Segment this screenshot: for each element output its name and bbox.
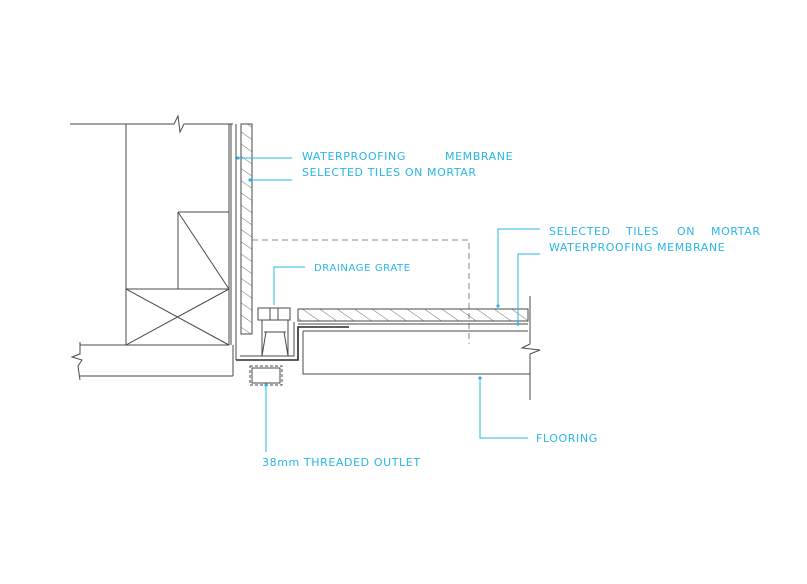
leader-dot-wall-tiles <box>248 178 252 182</box>
slab-left <box>80 344 234 377</box>
bottom-plate-cross <box>125 288 230 346</box>
drain-channel-inner <box>240 322 295 357</box>
floor-slab <box>302 330 530 375</box>
threaded-outlet <box>249 365 283 386</box>
label-wall-membrane-b: MEMBRANE <box>445 150 513 163</box>
label-outlet: 38mm THREADED OUTLET <box>262 456 421 469</box>
leader-dot-floor-membrane <box>516 322 520 326</box>
leader-floor-membrane <box>517 253 540 324</box>
floor-tiles <box>297 308 529 322</box>
slab-left-break <box>70 342 83 381</box>
leader-dot-floor-tiles <box>496 304 500 308</box>
label-floor-tiles-d: MORTAR <box>711 225 761 238</box>
label-floor-membrane: WATERPROOFING MEMBRANE <box>549 241 725 254</box>
wall-break-line <box>70 114 233 134</box>
leader-flooring <box>479 378 528 439</box>
setdown-dashed-outline <box>252 239 470 344</box>
leader-floor-tiles <box>497 228 540 306</box>
grate-support <box>261 320 289 357</box>
wall-nogging <box>177 211 230 290</box>
label-drainage-grate: DRAINAGE GRATE <box>314 263 411 274</box>
label-wall-membrane-a: WATERPROOFING <box>302 150 406 163</box>
label-wall-tiles: SELECTED TILES ON MORTAR <box>302 166 477 179</box>
label-flooring: FLOORING <box>536 432 598 445</box>
label-floor-tiles-a: SELECTED <box>549 225 611 238</box>
floor-slab-break <box>520 296 541 400</box>
label-floor-tiles-b: TILES <box>625 225 659 238</box>
leader-dot-outlet <box>264 383 268 387</box>
leader-dot-flooring <box>478 376 482 380</box>
drainage-grate <box>257 307 291 321</box>
leader-dot-wall-membrane <box>236 156 240 160</box>
bottom-plate <box>125 288 230 346</box>
threaded-outlet-body <box>251 367 281 384</box>
label-floor-tiles-c: ON <box>677 225 695 238</box>
wall-tiles <box>240 123 253 335</box>
drain-channel <box>236 326 349 361</box>
leader-drainage-grate <box>273 266 305 305</box>
